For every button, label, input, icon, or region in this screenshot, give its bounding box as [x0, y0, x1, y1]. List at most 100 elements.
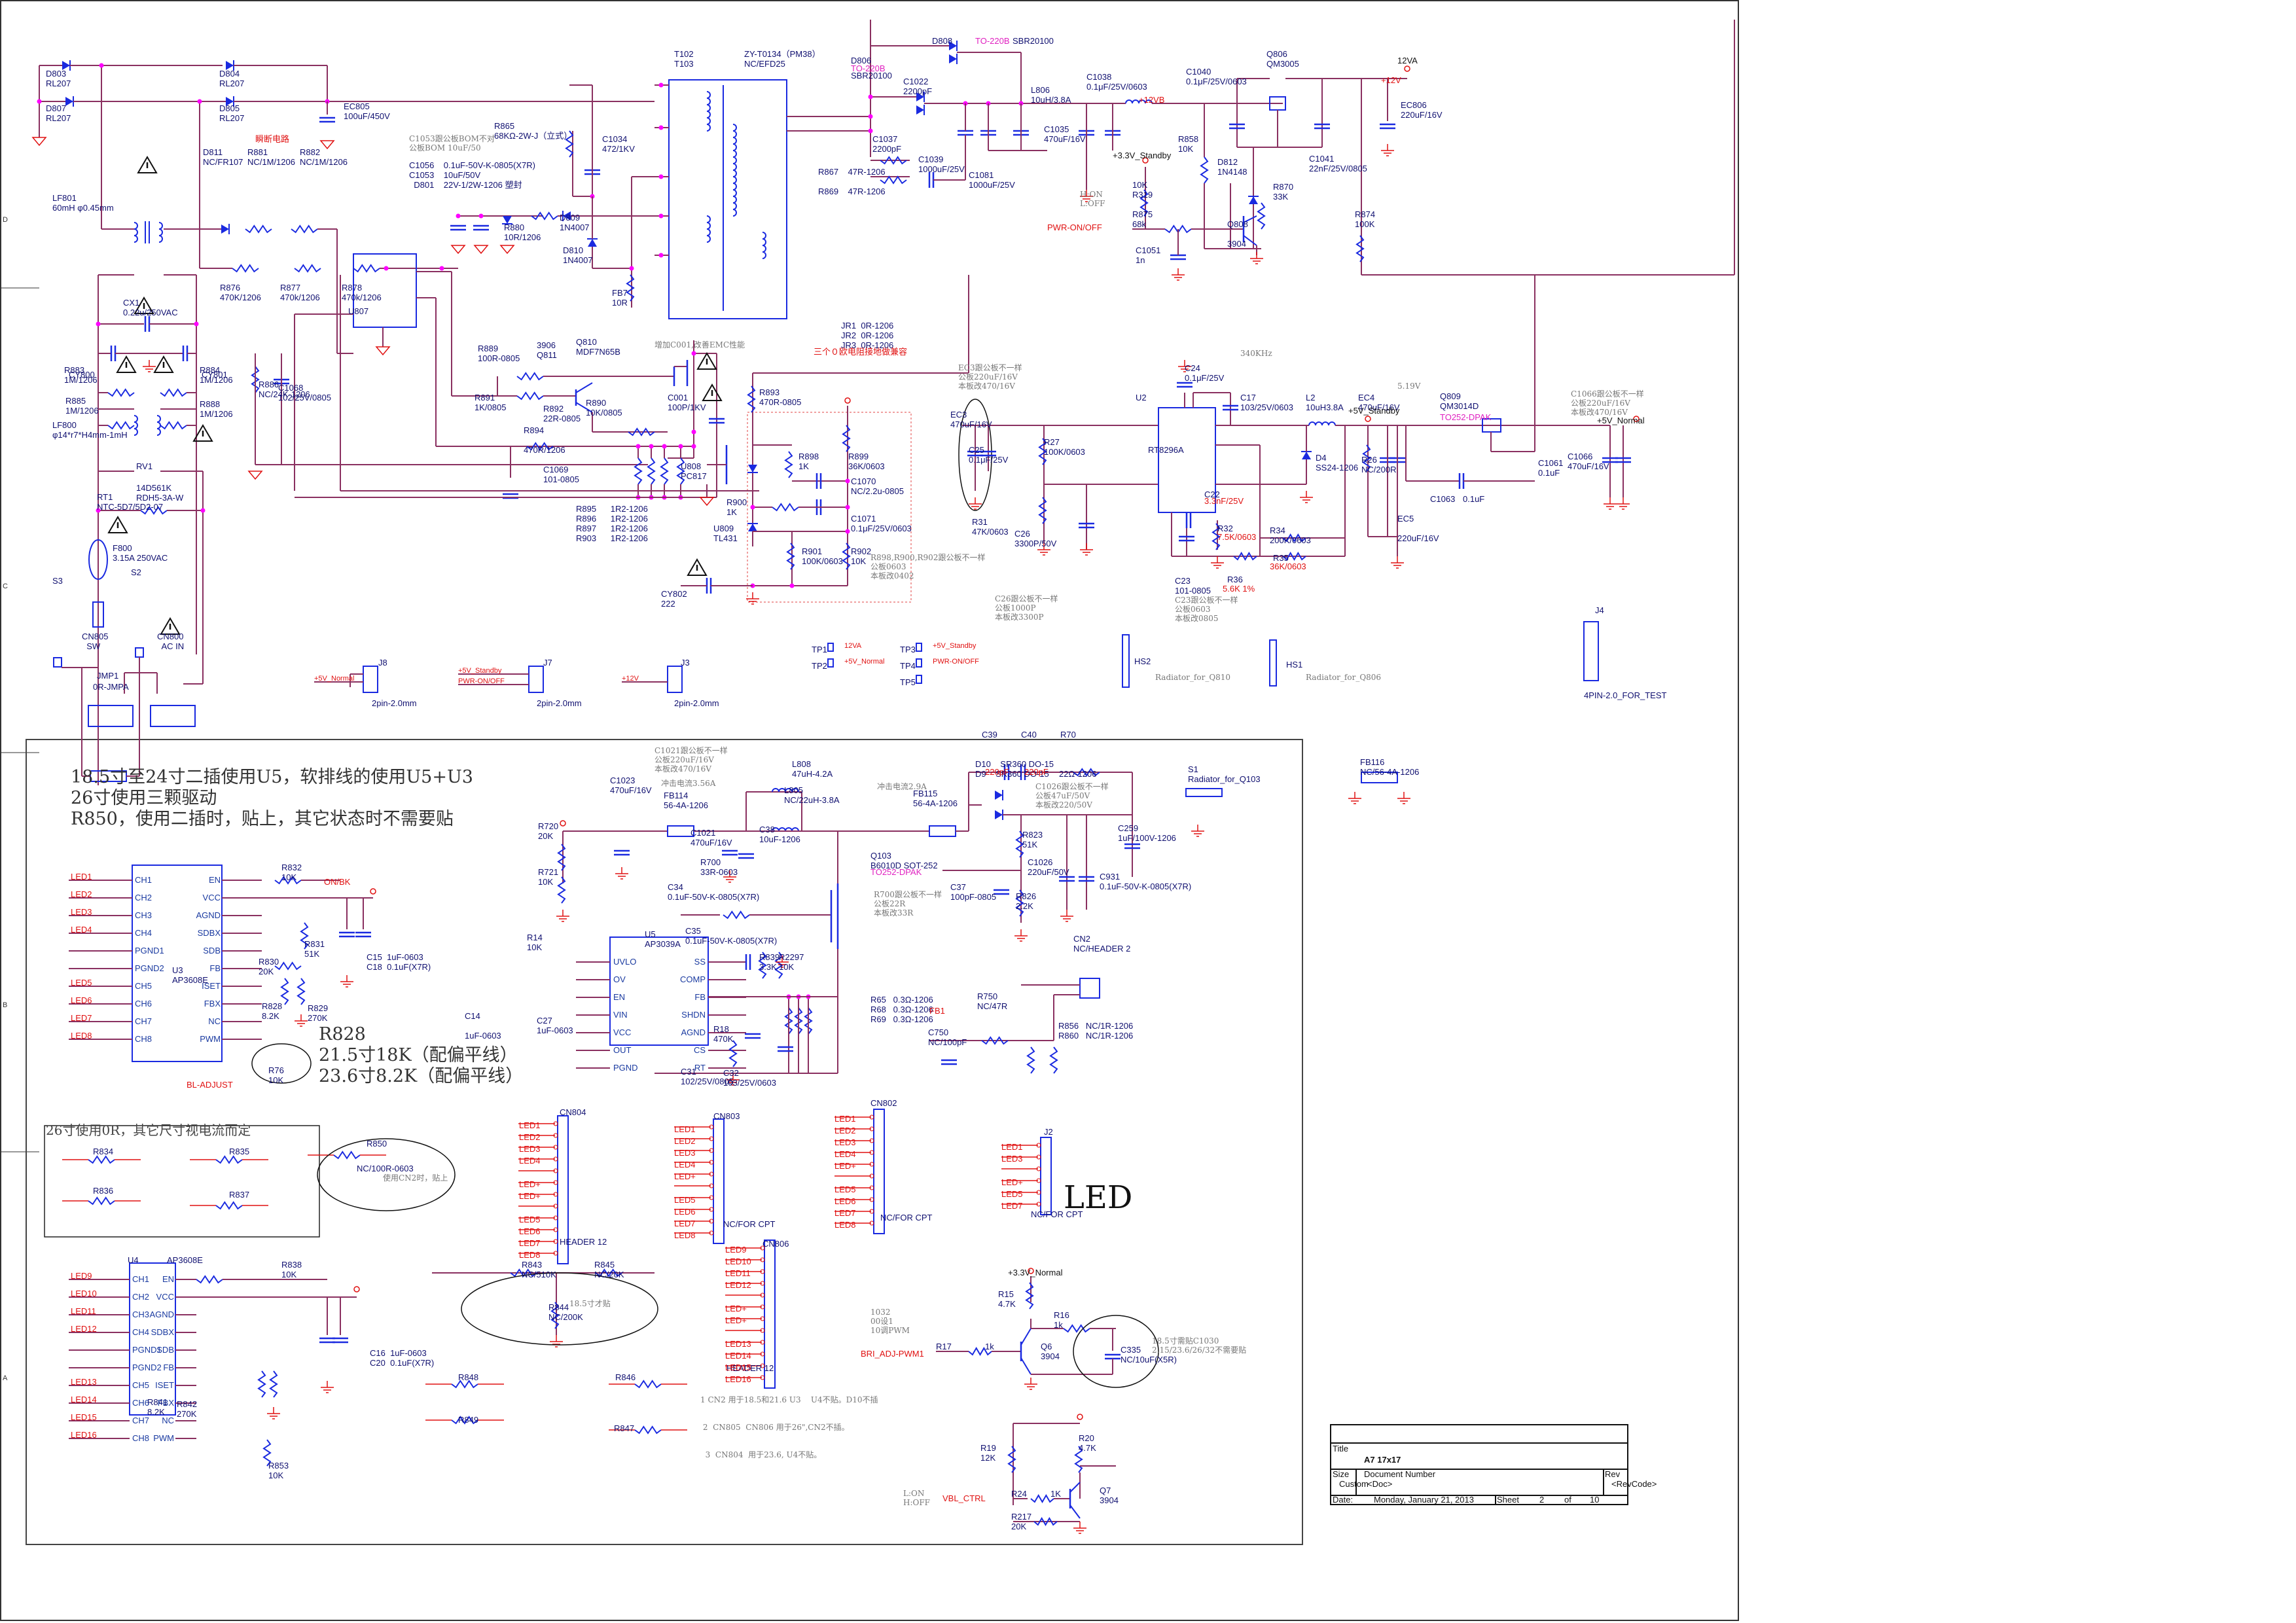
cn802-net-label: LED1	[834, 1114, 856, 1124]
label-r902: R902 10K	[851, 546, 872, 566]
hot-ground-icon	[319, 140, 335, 150]
label-r858: R858 10K	[1178, 134, 1199, 154]
label-r865: R865 68KΩ-2W-J（立式）	[494, 121, 573, 141]
label-r895: R895 1R2-1206 R896 1R2-1206 R897 1R2-120…	[576, 504, 648, 543]
label-bom-list: C1056 0.1uF-50V-K-0805(X7R) C1053 10uF/5…	[409, 160, 535, 190]
resistor-icon	[647, 457, 656, 485]
label-r15: R15 4.7K	[998, 1289, 1016, 1309]
label-r892: R892 22R-0805	[543, 404, 581, 423]
cn806-net-label: LED9	[725, 1245, 747, 1255]
s1-radiator-icon	[1185, 788, 1223, 797]
label-cn804: CN804	[560, 1107, 586, 1117]
resistor-icon	[842, 543, 851, 570]
junction-dot	[99, 63, 104, 68]
header-pin	[553, 1121, 558, 1126]
label-c23-note: C23跟公板不一样 公板0603 本板改0805	[1175, 596, 1238, 623]
label-c39: C39	[982, 730, 997, 740]
junction-dot	[439, 266, 444, 271]
resistor-icon	[451, 1380, 478, 1389]
resistor-icon	[1063, 1324, 1090, 1333]
label-tp2: TP2	[812, 661, 827, 671]
zone-mark: A	[3, 1374, 8, 1382]
label-net-12vb: +12VB	[1139, 95, 1165, 105]
label-fb116: FB116 NC/56-4A-1206	[1360, 757, 1420, 777]
label-q103-pkg: TO252-DPAK	[870, 867, 922, 877]
wire	[575, 382, 593, 393]
label-hl-note: H:ON L:OFF	[1080, 190, 1105, 208]
label-r750: R750 NC/47R	[977, 991, 1008, 1011]
header-pin	[1036, 1190, 1041, 1195]
cn802-net-label: LED2	[834, 1126, 856, 1135]
resistor-icon	[1038, 497, 1047, 524]
date-label: Date:	[1333, 1495, 1354, 1505]
cn805-icon	[88, 705, 134, 727]
label-r888: R888 1M/1206	[200, 399, 233, 419]
label-r700-note: R700跟公板不一样 公板22R 本板改33R	[874, 890, 942, 918]
d804-icon	[226, 61, 234, 70]
rev-label: Rev	[1605, 1469, 1621, 1479]
u3-pin: ISET	[202, 981, 221, 991]
label-tp1: TP1	[812, 645, 827, 654]
u3-pin: CH6	[135, 999, 152, 1008]
label-hs2: HS2	[1134, 656, 1151, 666]
power-port-icon	[353, 1286, 360, 1293]
header-pin	[760, 1257, 765, 1262]
tp2-icon	[827, 658, 834, 668]
u4-pin: SDB	[156, 1345, 174, 1355]
label-c35: C35 0.1uF-50V-K-0805(X7R)	[685, 926, 778, 946]
resistor-icon	[1049, 1046, 1058, 1074]
cn803-net-label: LED2	[674, 1136, 696, 1146]
label-c32: C32 103/25V/0603	[723, 1068, 776, 1088]
warning-icon	[192, 424, 213, 442]
net-label-tp4: PWR-ON/OFF	[933, 658, 979, 666]
u4-pin: AGND	[149, 1310, 174, 1319]
power-port-icon	[1404, 65, 1410, 72]
u3-pin: NC	[208, 1016, 221, 1026]
u809-tl431-icon	[748, 524, 757, 531]
resistor-icon	[296, 978, 306, 1005]
u5-pin: VCC	[613, 1027, 632, 1037]
junction-dot	[750, 505, 755, 510]
label-u808: U808 PC817	[681, 461, 707, 481]
resistor-icon	[274, 961, 302, 971]
u4-pin: FB	[163, 1363, 174, 1372]
resistor-icon	[723, 910, 750, 919]
resistor-icon	[257, 1370, 266, 1398]
label-r24-val: 1K	[1050, 1489, 1061, 1499]
label-q808: Q808 3904	[1227, 219, 1248, 249]
label-inrush2: 冲击电流2.9A	[877, 782, 927, 791]
label-j8: J8	[378, 658, 387, 668]
hot-ground-icon	[31, 137, 47, 147]
junction-dot	[658, 125, 664, 130]
label-cn804-type: HEADER 12	[560, 1237, 607, 1247]
d808-icon	[949, 41, 957, 50]
cn804-net-label: LED3	[519, 1144, 541, 1154]
header-pin	[553, 1251, 558, 1256]
u3-net-label: LED8	[71, 1031, 92, 1041]
cn806-net-label: LED10	[725, 1257, 751, 1266]
label-c15: C15 1uF-0603 C18 0.1uF(X7R)	[367, 952, 431, 972]
label-r70-val: 22Ω-1206	[1059, 769, 1097, 779]
resistor-icon	[215, 1201, 243, 1210]
label-ec5: EC5 220uF/16V	[1397, 514, 1439, 543]
label-c750: C750 NC/100pF	[928, 1027, 967, 1047]
junction-dot	[678, 444, 683, 449]
label-jr: JR1 0R-1206 JR2 0R-1206 JR3 0R-1206	[841, 321, 894, 350]
label-r856: R856 NC/1R-1206 R860 NC/1R-1206	[1058, 1021, 1134, 1041]
u3-pin: CH3	[135, 910, 152, 920]
u4-pin: CH6	[132, 1398, 150, 1408]
u4-pin: CH2	[132, 1292, 150, 1302]
title-label: Title	[1333, 1444, 1349, 1454]
label-r841: R841 8.2K	[147, 1397, 168, 1417]
rt1-thermistor-icon	[88, 539, 108, 580]
label-q103: Q103 B6010D SOT-252	[870, 851, 938, 870]
cn802-net-label: LED7	[834, 1208, 856, 1218]
header-pin	[553, 1133, 558, 1138]
j2-net-label: LED+	[1001, 1177, 1023, 1187]
u4-net-label: LED12	[71, 1324, 97, 1334]
resistor-icon	[196, 1275, 223, 1284]
annotation-ellipse	[317, 1138, 456, 1211]
u4-pin: CH5	[132, 1380, 150, 1390]
label-c1026: C1026 220uF/50V	[1028, 857, 1069, 877]
label-j7-type: 2pin-2.0mm	[537, 698, 582, 708]
